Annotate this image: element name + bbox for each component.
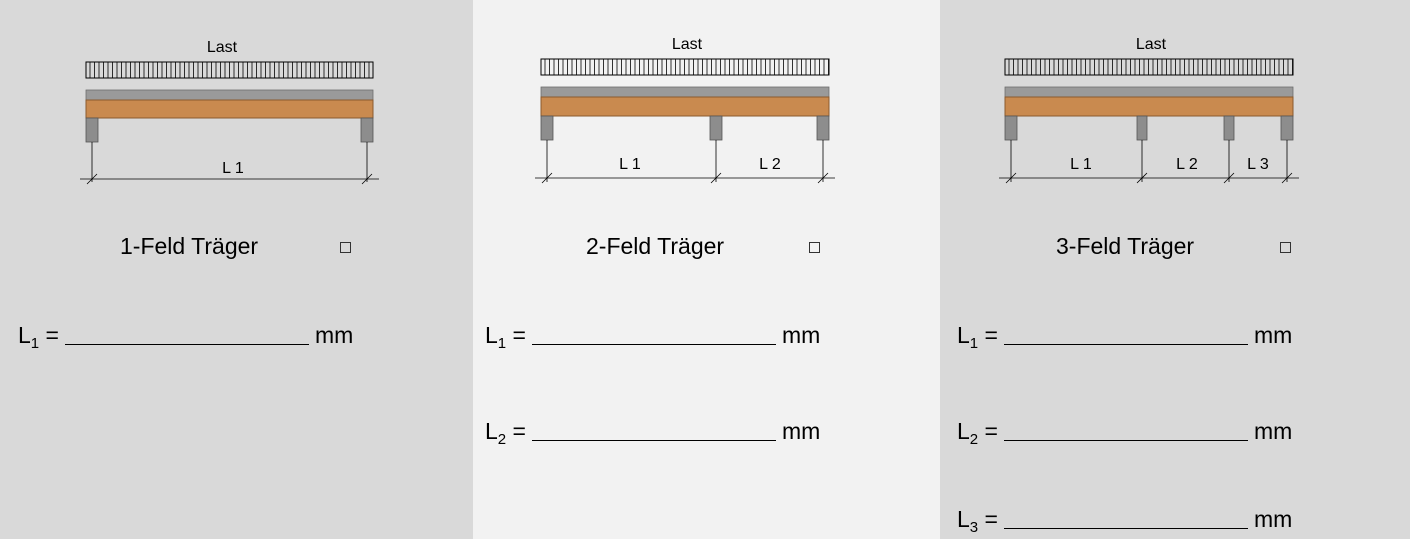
support bbox=[360, 117, 374, 143]
dimension-tick bbox=[86, 173, 98, 185]
panel-1-feld: Last L 1 1-Feld Träger L1 =mm bbox=[0, 0, 473, 539]
support bbox=[1223, 115, 1235, 141]
timber-beam bbox=[85, 99, 374, 119]
input-line[interactable] bbox=[1003, 418, 1248, 441]
beam-diagram-3: Last L 1 L 2 L 3 bbox=[999, 36, 1299, 184]
dimension-tick bbox=[817, 172, 829, 184]
gravel-layer bbox=[85, 89, 374, 101]
length-field-l2[interactable]: L2 =mm bbox=[485, 418, 821, 448]
timber-beam bbox=[540, 96, 830, 117]
load-label: Last bbox=[1136, 36, 1167, 53]
load-label: Last bbox=[207, 39, 238, 56]
span-label: L 1 bbox=[619, 156, 641, 173]
gravel-layer bbox=[540, 86, 830, 98]
span-label: L 2 bbox=[1176, 156, 1198, 173]
panel-2-feld: Last L 1 L 2 2-Feld Träger L1 =mm L2 =mm bbox=[473, 0, 940, 539]
load-hatch bbox=[1004, 58, 1294, 76]
support bbox=[816, 115, 830, 141]
dimension-tick bbox=[1136, 172, 1148, 184]
beam-type-title: 3-Feld Träger bbox=[1056, 233, 1195, 259]
input-line[interactable] bbox=[1003, 322, 1248, 345]
beam-type-title: 2-Feld Träger bbox=[586, 233, 725, 259]
dimension-tick bbox=[1005, 172, 1017, 184]
input-line[interactable] bbox=[64, 322, 309, 345]
input-line[interactable] bbox=[1003, 506, 1248, 529]
span-label: L 1 bbox=[222, 160, 244, 177]
dimension-tick bbox=[361, 173, 373, 185]
load-label: Last bbox=[672, 36, 703, 53]
timber-beam bbox=[1004, 96, 1294, 117]
dimension-tick bbox=[1223, 172, 1235, 184]
support bbox=[1136, 115, 1148, 141]
support bbox=[85, 117, 99, 143]
support bbox=[709, 115, 723, 141]
length-field-l3[interactable]: L3 =mm bbox=[957, 506, 1293, 536]
dimension-tick bbox=[1281, 172, 1293, 184]
dimension-tick bbox=[710, 172, 722, 184]
select-checkbox-2-feld[interactable] bbox=[809, 242, 820, 253]
length-field-l2[interactable]: L2 =mm bbox=[957, 418, 1293, 448]
beam-diagram-2: Last L 1 L 2 bbox=[535, 36, 835, 184]
span-label: L 1 bbox=[1070, 156, 1092, 173]
load-hatch bbox=[540, 58, 830, 76]
span-label: L 2 bbox=[759, 156, 781, 173]
panel-3-feld: Last L 1 L 2 L 3 3-Feld Träger L1 =mm L2… bbox=[940, 0, 1410, 539]
input-line[interactable] bbox=[531, 418, 776, 441]
input-line[interactable] bbox=[531, 322, 776, 345]
support bbox=[1004, 115, 1018, 141]
gravel-layer bbox=[1004, 86, 1294, 98]
support bbox=[1280, 115, 1294, 141]
support bbox=[540, 115, 554, 141]
select-checkbox-1-feld[interactable] bbox=[340, 242, 351, 253]
span-label: L 3 bbox=[1247, 156, 1269, 173]
beam-diagram-1: Last L 1 bbox=[80, 39, 379, 185]
dimension-tick bbox=[541, 172, 553, 184]
select-checkbox-3-feld[interactable] bbox=[1280, 242, 1291, 253]
length-field-l1[interactable]: L1 =mm bbox=[957, 322, 1293, 352]
length-field-l1[interactable]: L1 =mm bbox=[18, 322, 354, 352]
beam-type-title: 1-Feld Träger bbox=[120, 233, 259, 259]
length-field-l1[interactable]: L1 =mm bbox=[485, 322, 821, 352]
load-hatch bbox=[85, 61, 374, 79]
